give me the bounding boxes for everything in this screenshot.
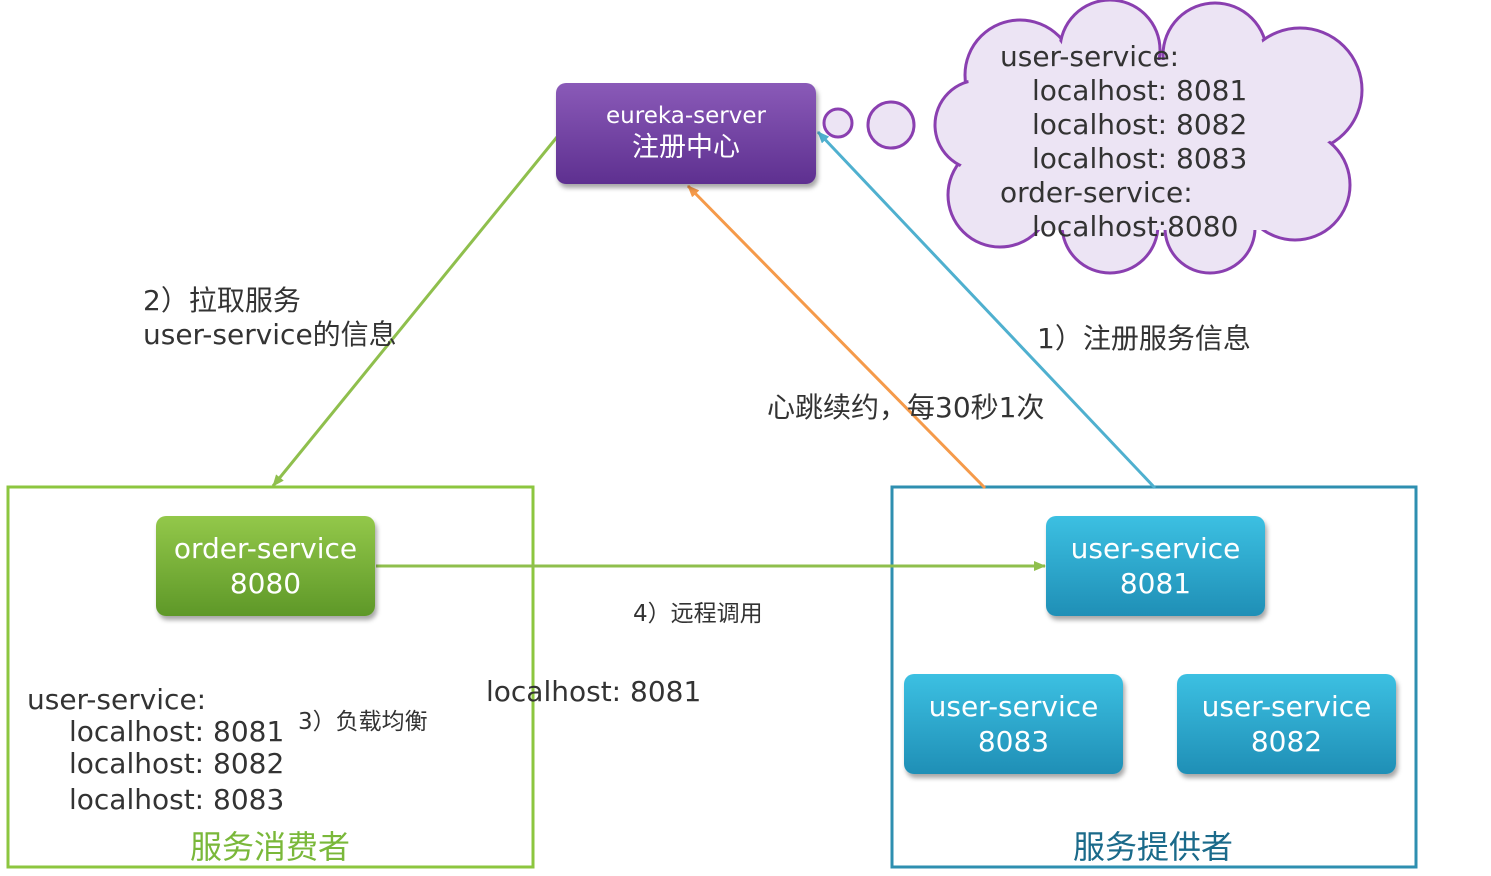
user-service-port: 8083 <box>977 725 1050 758</box>
user-service-name: user-service <box>1070 532 1241 565</box>
order-service-port: 8080 <box>229 567 302 600</box>
order-service-name: order-service <box>173 532 358 565</box>
pull-arrow <box>271 136 559 487</box>
user-service-port: 8081 <box>1119 567 1192 600</box>
pull-label-line1: 2）拉取服务 <box>143 284 301 317</box>
eureka-server-name: eureka-server <box>606 103 766 130</box>
eureka-server-subtitle: 注册中心 <box>632 132 740 163</box>
cloud-line: order-service: <box>1000 176 1193 209</box>
registry-list-item: localhost: 8083 <box>69 783 285 816</box>
eureka-server-node: eureka-server 注册中心 <box>556 83 816 184</box>
cloud-line: user-service: <box>1000 40 1180 73</box>
user-service-8081-node: user-service 8081 <box>1046 516 1265 616</box>
registry-list-header: user-service: <box>27 683 207 716</box>
register-arrow <box>816 130 1157 490</box>
provider-group-title: 服务提供者 <box>1073 828 1234 866</box>
cloud-line: localhost:8080 <box>1032 210 1239 243</box>
register-arrow-label: 1）注册服务信息 <box>1037 322 1251 355</box>
user-service-name: user-service <box>928 690 1099 723</box>
consumer-group-box <box>6 485 535 869</box>
registry-list-item: localhost: 8081 <box>69 715 285 748</box>
cloud-line: localhost: 8083 <box>1032 142 1248 175</box>
cloud-line: localhost: 8081 <box>1032 74 1248 107</box>
pull-label-line2: user-service的信息 <box>143 318 397 351</box>
thought-bubble-medium <box>822 107 854 139</box>
user-service-port: 8082 <box>1250 725 1323 758</box>
heartbeat-arrow <box>686 184 987 490</box>
consumer-registry-list: user-service: localhost: 8081 localhost:… <box>27 684 284 816</box>
user-service-name: user-service <box>1201 690 1372 723</box>
user-service-8082-node: user-service 8082 <box>1177 674 1396 774</box>
pull-arrow-label: 2）拉取服务 user-service的信息 <box>143 284 397 352</box>
registry-cloud-content: user-service: localhost: 8081 localhost:… <box>1000 40 1247 244</box>
remote-call-label: 4）远程调用 <box>633 601 763 627</box>
consumer-group-title: 服务消费者 <box>190 828 351 866</box>
order-service-node: order-service 8080 <box>156 516 375 616</box>
registry-list-item: localhost: 8082 <box>69 747 285 780</box>
user-service-8083-node: user-service 8083 <box>904 674 1123 774</box>
cloud-line: localhost: 8082 <box>1032 108 1248 141</box>
thought-bubble-large <box>866 100 916 150</box>
load-balance-label: 3）负载均衡 <box>298 709 428 735</box>
heartbeat-arrow-label: 心跳续约，每30秒1次 <box>767 391 1045 424</box>
selected-instance-label: localhost: 8081 <box>486 675 702 708</box>
